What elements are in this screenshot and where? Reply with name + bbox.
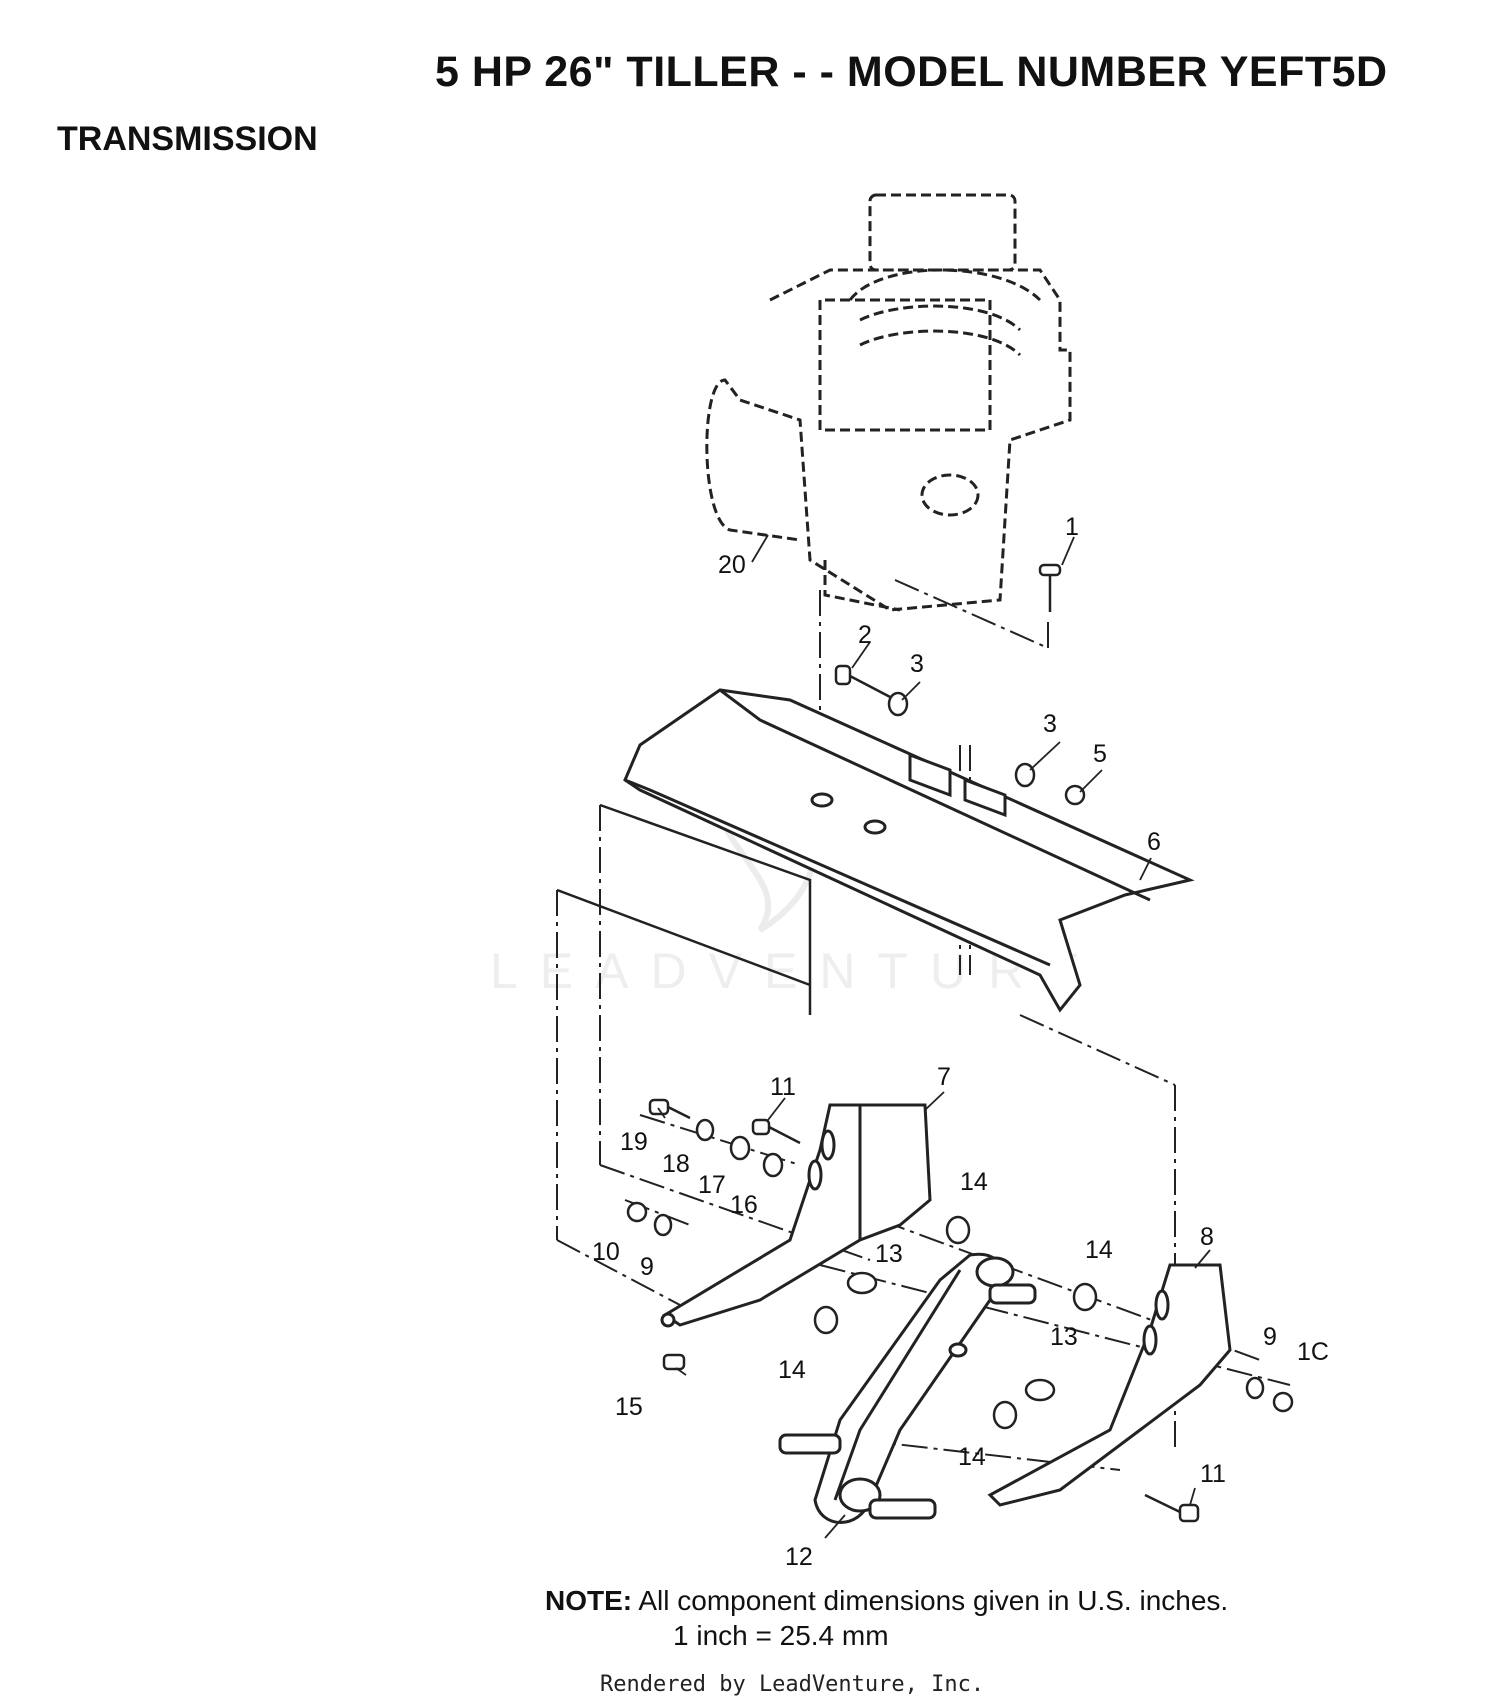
- note-line2: 1 inch = 25.4 mm: [673, 1620, 889, 1651]
- nut-10b: [1272, 1391, 1294, 1413]
- washer-3b: [1014, 762, 1036, 788]
- chain-case-12: [778, 1252, 1037, 1524]
- callout-12: 12: [785, 1543, 813, 1571]
- washer-9b: [1245, 1376, 1265, 1400]
- bolt-1: [1038, 563, 1062, 577]
- callout-13a: 13: [875, 1240, 903, 1268]
- spacer-14c: [813, 1305, 839, 1335]
- bolt-19: [648, 1098, 670, 1116]
- washer-16: [762, 1152, 784, 1178]
- washer-17: [729, 1135, 751, 1161]
- tine-frame-right: [987, 1263, 1232, 1507]
- callout-1: 1: [1065, 513, 1079, 541]
- leader-lines: [657, 534, 1211, 1539]
- callout-7: 7: [937, 1063, 951, 1091]
- bolt-2: [834, 664, 852, 686]
- callout-14c: 14: [778, 1356, 806, 1384]
- callout-10a: 10: [592, 1238, 620, 1266]
- callout-15: 15: [615, 1393, 643, 1421]
- callout-9a: 9: [640, 1253, 654, 1281]
- bolt-11b: [1178, 1503, 1200, 1523]
- washer-18: [695, 1118, 715, 1142]
- note-line1: All component dimensions given in U.S. i…: [638, 1585, 1229, 1616]
- callout-2: 2: [858, 621, 872, 649]
- dimension-note: NOTE: All component dimensions given in …: [545, 1584, 1228, 1618]
- callout-9b: 9: [1263, 1323, 1277, 1351]
- washer-13a: [846, 1271, 878, 1295]
- engine-outline: [705, 193, 1072, 612]
- callout-20: 20: [718, 551, 746, 579]
- hardware-top: [834, 563, 1086, 806]
- page-title: 5 HP 26" TILLER - - MODEL NUMBER YEFT5D: [435, 48, 1388, 96]
- callout-3b: 3: [1043, 710, 1057, 738]
- washer-3a: [887, 691, 909, 717]
- render-credit: Rendered by LeadVenture, Inc.: [600, 1672, 985, 1697]
- washer-13b: [1024, 1378, 1056, 1402]
- callout-13b: 13: [1050, 1323, 1078, 1351]
- callout-14b: 14: [1085, 1236, 1113, 1264]
- watermark-text: LEADVENTURE: [490, 943, 1102, 999]
- tine-frame-left: [660, 1103, 932, 1328]
- callout-14a: 14: [960, 1168, 988, 1196]
- nut-15: [662, 1353, 686, 1371]
- callout-3a: 3: [910, 650, 924, 678]
- section-title: TRANSMISSION: [57, 120, 318, 158]
- nut-10a: [626, 1201, 648, 1223]
- shield-guard-panels: [556, 803, 812, 1015]
- spacer-14b: [1072, 1282, 1098, 1312]
- callout-19: 19: [620, 1128, 648, 1156]
- spacer-14d: [992, 1400, 1018, 1430]
- callout-6: 6: [1147, 828, 1161, 856]
- callout-10b: 1C: [1297, 1338, 1329, 1366]
- callout-8: 8: [1200, 1223, 1214, 1251]
- tine-shield: [623, 688, 1195, 1013]
- spacer-14a: [945, 1215, 971, 1245]
- bolt-11a: [751, 1118, 771, 1136]
- callout-17: 17: [698, 1171, 726, 1199]
- washer-9a: [653, 1213, 673, 1237]
- callout-labels: 1 20 2 3 3 5 6 7 11 19 18 17 16 14 8 14 …: [592, 513, 1329, 1571]
- nut-5: [1064, 784, 1086, 806]
- callout-16: 16: [730, 1191, 758, 1219]
- callout-5: 5: [1093, 740, 1107, 768]
- hardware-lower: [626, 1098, 1294, 1523]
- callout-11a: 11: [770, 1073, 796, 1101]
- note-label: NOTE:: [545, 1585, 633, 1616]
- callout-11b: 11: [1200, 1460, 1226, 1488]
- callout-14d: 14: [958, 1443, 986, 1471]
- callout-18: 18: [662, 1150, 690, 1178]
